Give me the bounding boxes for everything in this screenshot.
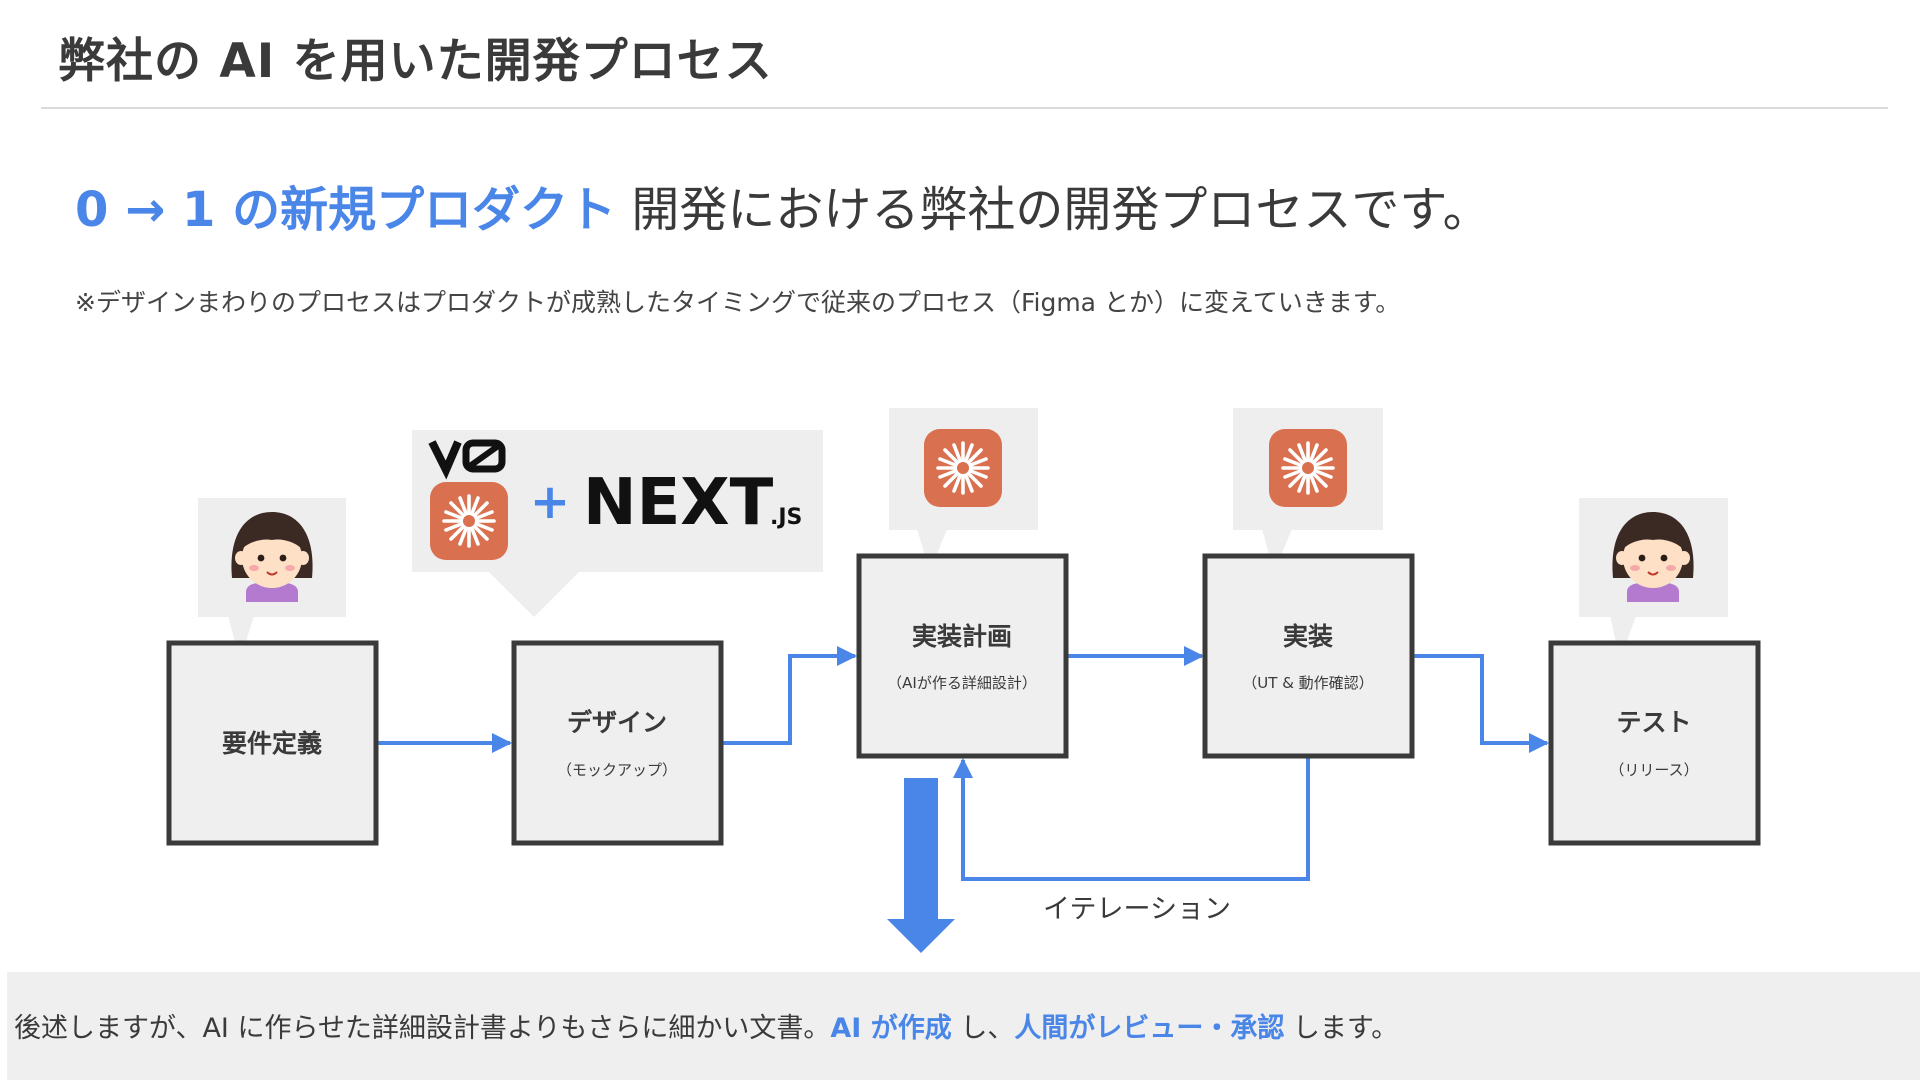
arrow-design-to-plan [722, 646, 857, 745]
nextjs-logo-icon: NEXT .JS [583, 466, 802, 540]
claude-logo-icon [1267, 427, 1349, 509]
bubble-implement [1233, 408, 1383, 572]
svg-text:NEXT: NEXT [583, 466, 774, 540]
title-divider [41, 107, 1888, 109]
footer-pre: 後述しますが、AI に作らせた詳細設計書よりもさらに細かい文書。 [14, 1013, 831, 1044]
step-title: 実装 [1283, 622, 1333, 651]
footer-mid: し、 [951, 1013, 1015, 1044]
note-text: ※デザインまわりのプロセスはプロダクトが成熟したタイミングで従来のプロセス（Fi… [75, 288, 1401, 317]
claude-logo-icon [428, 480, 510, 562]
arrow-iteration-loop [953, 757, 1310, 881]
bubble-requirements [198, 498, 346, 660]
step-implementation-plan: 実装計画 （AIが作る詳細設計） [856, 553, 1069, 759]
step-title: 要件定義 [222, 729, 322, 758]
step-title: デザイン [567, 708, 667, 737]
svg-text:.JS: .JS [770, 505, 802, 530]
page-title: 弊社の AI を用いた開発プロセス [58, 34, 773, 89]
step-subtitle: （AIが作る詳細設計） [887, 674, 1037, 692]
v0-logo-icon [428, 439, 506, 480]
step-title: テスト [1616, 708, 1691, 737]
down-arrow [887, 778, 955, 953]
iteration-label: イテレーション [1043, 894, 1231, 925]
step-subtitle: （UT & 動作確認） [1242, 674, 1373, 692]
headline-rest: 開発における弊社の開発プロセスです。 [616, 182, 1491, 238]
step-title: 実装計画 [912, 622, 1012, 651]
footer-highlight-ai: AI が作成 [830, 1013, 952, 1044]
arrow-implement-to-test [1413, 654, 1549, 753]
step-implementation: 実装 （UT & 動作確認） [1202, 553, 1415, 759]
bubble-plan [889, 408, 1038, 572]
footer-highlight-human: 人間がレビュー・承認 [1014, 1013, 1285, 1044]
headline: 0 → 1 の新規プロダクト 開発における弊社の開発プロセスです。 [75, 170, 1491, 240]
footer-bar [7, 972, 1920, 1080]
step-design: デザイン （モックアップ） [511, 640, 724, 846]
claude-logo-icon [922, 427, 1004, 509]
process-diagram: + NEXT .JS イテレーション 要件定義 [166, 408, 1761, 953]
headline-highlight: 0 → 1 の新規プロダクト [75, 182, 617, 238]
bubble-design-tools: + NEXT .JS [412, 430, 823, 617]
step-requirements: 要件定義 [166, 640, 379, 846]
bubble-test [1579, 498, 1728, 660]
step-subtitle: （リリース） [1609, 761, 1698, 779]
footer-text: 後述しますが、AI に作らせた詳細設計書よりもさらに細かい文書。AI が作成 し… [14, 1006, 1398, 1045]
plus-sign: + [530, 474, 570, 530]
step-subtitle: （モックアップ） [557, 761, 677, 779]
footer-post: します。 [1284, 1013, 1399, 1044]
step-test: テスト （リリース） [1548, 640, 1761, 846]
